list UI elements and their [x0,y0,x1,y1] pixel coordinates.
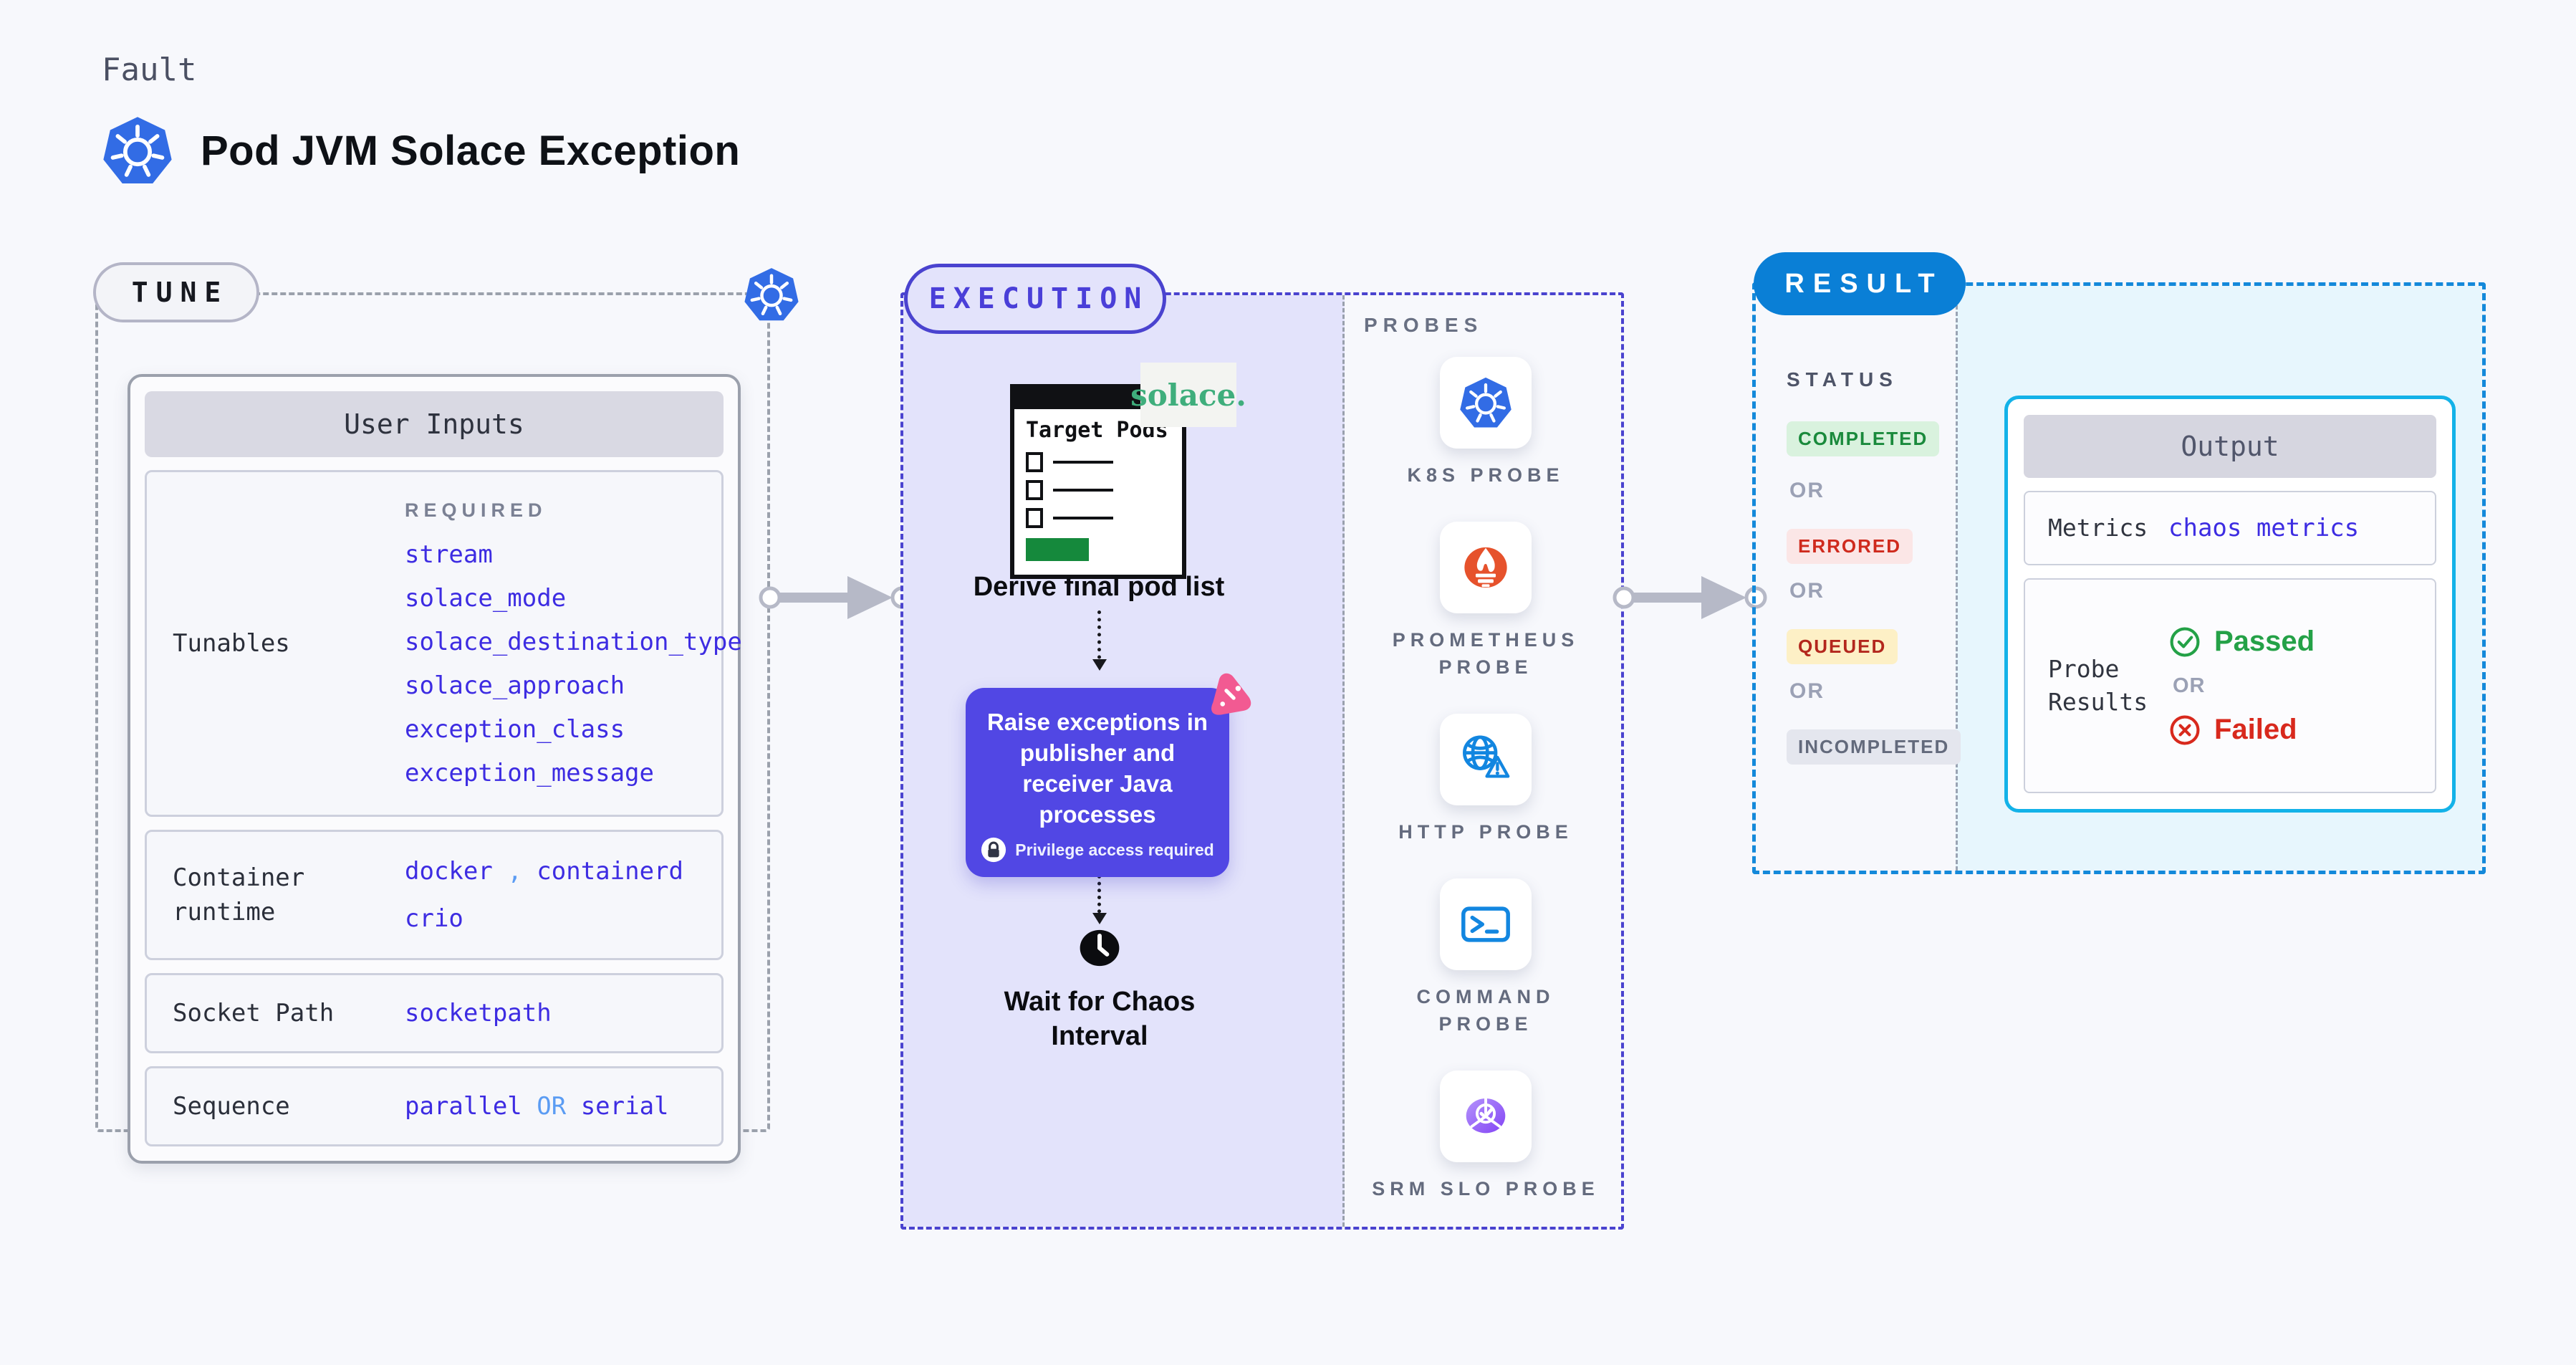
kubernetes-icon [100,113,175,188]
probe-card [1440,357,1532,449]
or-label: OR [2173,674,2206,697]
tunable-value: stream [405,540,493,569]
kubernetes-icon [742,265,801,324]
output-card: Output Metrics chaos metrics Probe Resul… [2004,396,2456,813]
privilege-note: Privilege access required [1015,840,1214,859]
status-badge-errored: ERRORED [1787,529,1913,564]
or-label: OR [1789,579,1825,603]
probe-item: HTTP PROBE [1371,714,1600,846]
probe-label: COMMAND PROBE [1416,986,1555,1035]
probe-item: SRM SLO PROBE [1371,1071,1600,1202]
status-badge-completed: COMPLETED [1787,421,1940,456]
tunable-value: exception_class [405,715,625,744]
pod-list-item [1026,508,1171,528]
probe-results-row: Probe Results Passed OR Faile [2024,578,2436,793]
runtime-separator: , [507,857,522,886]
pie-check-icon [1458,1088,1514,1144]
container-runtime-label: Container runtime [173,863,305,926]
sequence-value: parallel [405,1092,522,1121]
probe-item: PROMETHEUS PROBE [1371,522,1600,681]
wait-chaos-interval-label: Wait for Chaos Interval [1004,987,1196,1051]
sequence-label: Sequence [173,1092,290,1121]
tune-badge: TUNE [93,262,259,322]
page-title: Pod JVM Solace Exception [201,127,741,174]
or-label: OR [1789,479,1825,502]
tunable-value: solace_mode [405,584,567,613]
chaos-pink-icon [1205,669,1254,718]
probe-card [1440,714,1532,805]
socket-path-row: Socket Path socketpath [145,973,724,1053]
checkbox-icon [1026,452,1043,472]
page-header: Pod JVM Solace Exception [100,113,740,188]
terminal-icon [1458,896,1514,952]
tunables-row: Tunables REQUIRED stream solace_mode sol… [145,470,742,817]
probe-results-label: Probe Results [2048,655,2148,716]
socket-path-label: Socket Path [173,999,335,1028]
tunable-value: solace_approach [405,671,625,700]
result-badge: RESULT [1754,252,1966,315]
container-runtime-row: Container runtime docker , containerd cr… [145,830,724,960]
raise-exceptions-label: Raise exceptions in publisher and receiv… [986,709,1208,828]
pod-list-item [1026,480,1171,500]
check-circle-icon [2170,627,2200,656]
or-label: OR [1789,679,1825,703]
x-circle-icon [2170,715,2200,744]
sequence-or: OR [537,1092,567,1121]
container-runtime-values: docker , containerd crio [405,857,721,933]
user-inputs-header: User Inputs [145,391,724,457]
probe-item: COMMAND PROBE [1371,878,1600,1038]
probe-label: K8S PROBE [1407,464,1565,486]
probe-card [1440,522,1532,613]
tunables-label: Tunables [173,629,290,658]
probe-label: HTTP PROBE [1398,821,1573,843]
metrics-row: Metrics chaos metrics [2024,491,2436,565]
probe-card [1440,878,1532,970]
lock-icon [981,837,1006,863]
progress-bar [1026,538,1089,561]
tunables-values: REQUIRED stream solace_mode solace_desti… [405,499,742,787]
raise-exceptions-step: Raise exceptions in publisher and receiv… [966,688,1229,877]
status-heading: STATUS [1787,368,1898,391]
checkbox-icon [1026,480,1043,500]
target-pods-window: Target Pods [1010,384,1186,579]
solace-logo: solace. [1130,363,1246,427]
sequence-row: Sequence parallel OR serial [145,1066,724,1146]
fault-eyebrow: Fault [102,52,197,88]
status-badge-queued: QUEUED [1787,629,1898,664]
prometheus-icon [1458,540,1514,595]
probe-label: SRM SLO PROBE [1372,1178,1600,1199]
runtime-value: docker [405,857,493,886]
socket-path-value: socketpath [405,999,552,1028]
flow-arrow-execution-to-result [1613,576,1767,619]
probe-item: K8S PROBE [1371,357,1600,489]
passed-label: Passed [2214,626,2315,657]
flow-down-arrow [1092,854,1107,924]
pod-list-item [1026,452,1171,472]
status-badge-incompleted: INCOMPLETED [1787,729,1961,765]
probes-heading: PROBES [1364,314,1484,336]
execution-section-box [900,292,1624,1230]
probe-label: PROMETHEUS PROBE [1392,629,1580,678]
metrics-value: chaos metrics [2168,514,2360,542]
flow-down-arrow [1092,610,1107,671]
kubernetes-icon [1458,375,1514,431]
user-inputs-card: User Inputs Tunables REQUIRED stream sol… [128,374,742,1164]
sequence-value: serial [580,1092,669,1121]
metrics-label: Metrics [2048,514,2148,542]
globe-warning-icon [1458,732,1514,787]
output-header: Output [2024,415,2436,478]
tunable-value: solace_destination_type [405,628,742,656]
flow-arrow-tune-to-execution [759,576,913,619]
execution-badge: EXECUTION [904,264,1166,334]
clock-icon [1073,921,1126,974]
checkbox-icon [1026,508,1043,528]
probes-list: K8S PROBE PROMETHEUS PROBE HTTP PROBE CO… [1350,357,1622,1202]
runtime-value: crio [405,904,463,933]
runtime-value: containerd [537,857,683,886]
tunable-value: exception_message [405,759,654,787]
required-label: REQUIRED [405,499,547,521]
probe-card [1440,1071,1532,1162]
failed-label: Failed [2214,714,2297,745]
